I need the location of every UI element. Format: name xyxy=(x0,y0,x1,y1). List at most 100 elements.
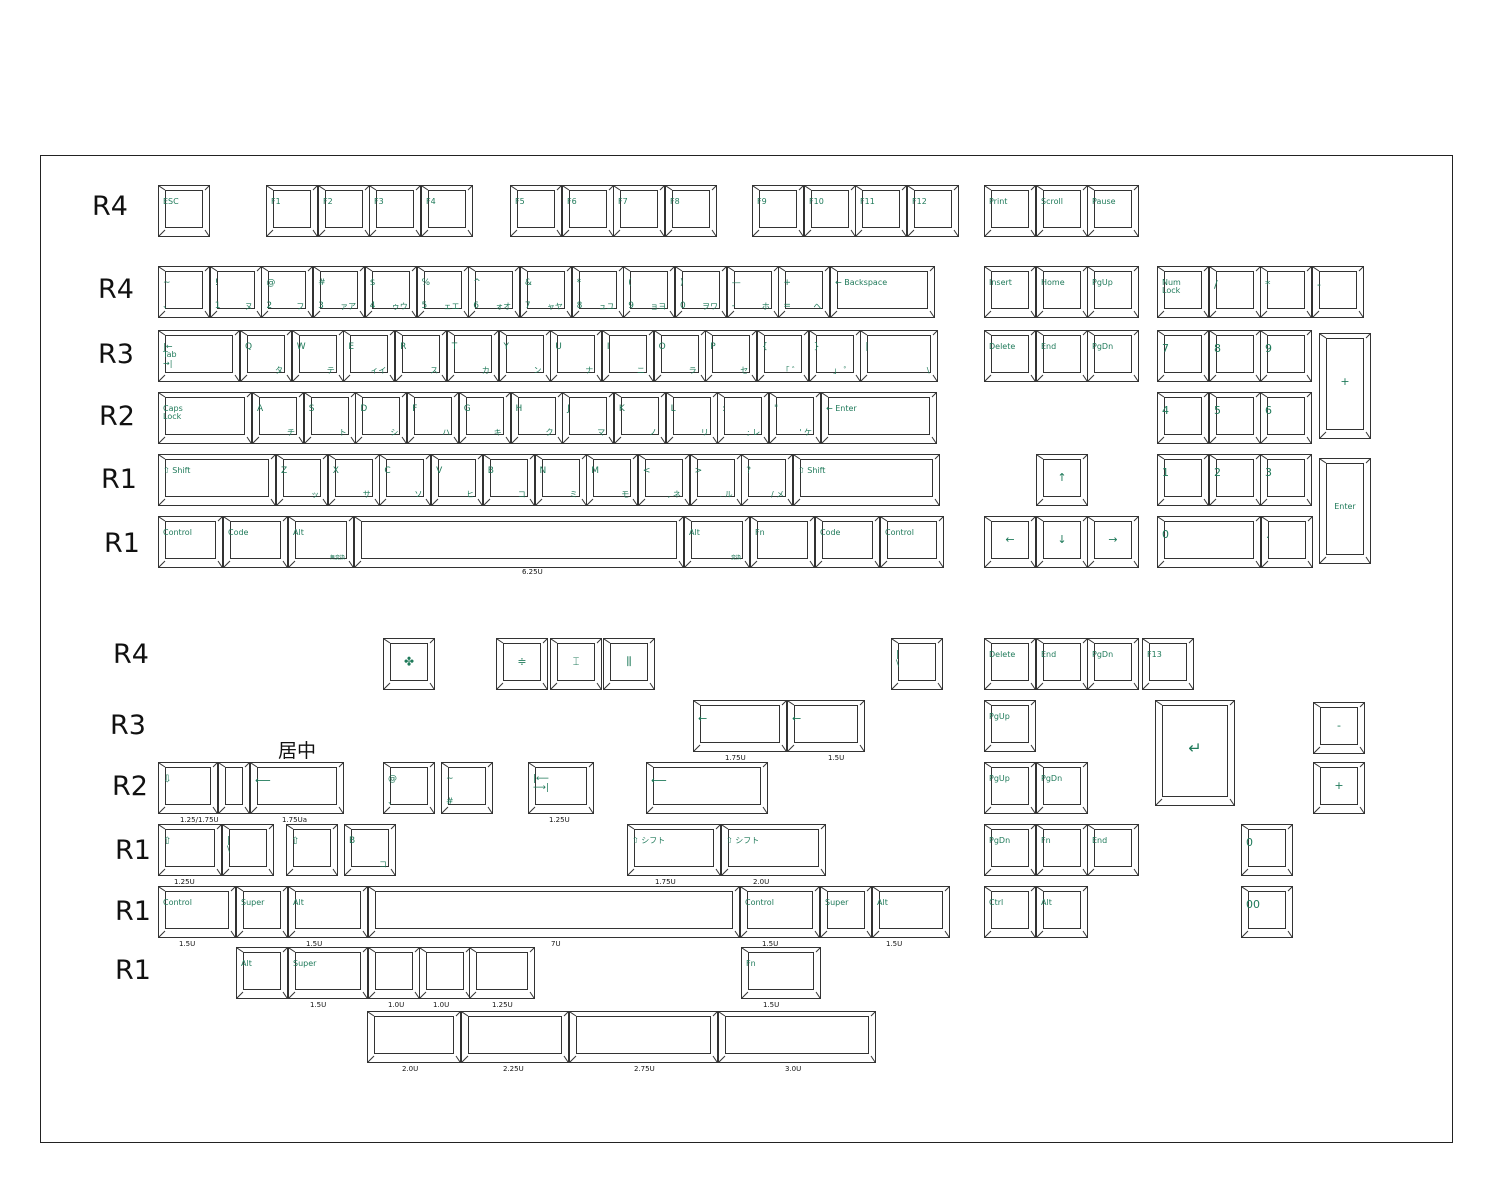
keycap-face xyxy=(785,271,824,309)
keycap-legend: ィイ xyxy=(370,365,387,375)
keycap-face xyxy=(811,190,849,228)
keycap-legend: リ xyxy=(700,427,709,437)
keycap-face xyxy=(230,521,281,559)
keycap-legend: R xyxy=(400,342,407,352)
keycap-legend: 1 xyxy=(214,300,221,311)
keycap-legend: Code xyxy=(820,528,841,537)
keycap-legend: ヌ xyxy=(244,301,253,311)
numpad-slash-key: / xyxy=(1209,266,1261,318)
super-key: Super xyxy=(236,886,288,938)
numpad-1-key: 1 xyxy=(1157,454,1209,506)
keycap-face xyxy=(991,705,1029,743)
keycap-legend: Pause xyxy=(1092,197,1116,206)
keycap-face xyxy=(165,829,215,867)
f10-key: F10 xyxy=(804,185,856,237)
keycap-legend: PgUp xyxy=(989,712,1010,721)
keycap-legend: H xyxy=(515,404,523,414)
keycap-legend: ソ xyxy=(414,489,423,499)
right-shift-key: ⇧ Shift xyxy=(793,454,940,506)
symbol-key: ≑ xyxy=(496,638,548,690)
keycap-face xyxy=(828,397,930,435)
keycap-legend: ) xyxy=(680,278,684,288)
keycap-legend: # xyxy=(446,796,454,807)
size-label: 1.0U xyxy=(433,1001,450,1009)
keycap-legend: Control xyxy=(163,898,192,907)
keycap-face xyxy=(1326,338,1364,430)
number-row-key: +=ヘ xyxy=(778,266,831,318)
keycap-face xyxy=(374,1016,454,1054)
keycap-legend: ← Enter xyxy=(826,404,857,413)
size-label: 1.5U xyxy=(886,940,903,948)
keycap-legend: ⇩ xyxy=(163,774,172,785)
keycap-legend: L xyxy=(670,404,676,414)
keycap-legend: 、 xyxy=(163,300,173,311)
down-arrow-key: ↓ xyxy=(1036,516,1088,568)
size-label: 1.25U xyxy=(174,878,195,886)
keycap-legend: F9 xyxy=(757,197,767,206)
keycap-face xyxy=(1043,190,1081,228)
keycap-face xyxy=(414,397,453,435)
row-label: R2 xyxy=(99,401,135,432)
numpad-7-key: 7 xyxy=(1157,330,1209,382)
keycap-face xyxy=(887,521,937,559)
shift-1u-key: ⇧ xyxy=(286,824,338,876)
keycap-legend: — xyxy=(731,278,741,288)
keycap-face xyxy=(576,1016,711,1054)
numpad-3-key: 3 xyxy=(1260,454,1312,506)
numpad-8-key: 8 xyxy=(1209,330,1261,382)
blank-125-key xyxy=(469,947,535,999)
keycap-legend: 「 ゛ xyxy=(781,365,800,375)
keycap-legend: End xyxy=(1041,342,1057,351)
keycap-legend: < xyxy=(642,466,651,476)
diagram-frame xyxy=(40,155,1453,1143)
keycap-legend: 9 xyxy=(628,300,635,311)
keycap-face xyxy=(350,335,389,373)
keycap-face xyxy=(165,397,245,435)
keycap-legend: K xyxy=(618,404,625,414)
keycap-legend: / メ xyxy=(771,489,785,499)
keycap-legend: ッ xyxy=(311,489,319,499)
numpad-minus-key: - xyxy=(1312,266,1364,318)
numpad-9-key: 9 xyxy=(1260,330,1312,382)
keycap-face xyxy=(991,335,1029,373)
pgdn-key: PgDn xyxy=(1036,762,1088,814)
keycap-legend: ← xyxy=(698,712,708,725)
keycap-legend: 7 xyxy=(1162,342,1169,355)
keycap-legend: ✤ xyxy=(403,654,415,669)
keycap-legend: G xyxy=(463,404,471,414)
keycap-legend: ラ xyxy=(688,365,697,375)
keycap-face xyxy=(310,397,349,435)
keycap-legend: セ xyxy=(740,365,749,375)
keycap-face xyxy=(794,705,858,743)
keycap-legend: - xyxy=(1337,719,1341,733)
home-row-key: "' ケ xyxy=(769,392,821,444)
keycap-face xyxy=(800,459,933,497)
delete-key: Delete xyxy=(984,330,1036,382)
keycap-legend: F xyxy=(412,404,418,414)
keycap-legend: 1 xyxy=(1162,466,1169,479)
keycap-legend: Insert xyxy=(989,278,1012,287)
alt-15-key: Alt xyxy=(872,886,950,938)
keycap-legend: フ xyxy=(296,301,305,311)
row-label: R1 xyxy=(115,955,151,986)
keycap-face xyxy=(759,190,797,228)
shift-2u-key: ⇧ シフト xyxy=(721,824,826,876)
keycap-legend: F11 xyxy=(860,197,875,206)
keycap-legend: @ xyxy=(266,278,276,288)
keycap-legend: ニ xyxy=(636,365,645,375)
keycap-legend: ? xyxy=(746,466,752,476)
keycap-legend: ↵ xyxy=(1188,738,1202,758)
keycap-face xyxy=(748,952,814,990)
keycap-legend: Super xyxy=(293,959,317,968)
keycap-legend: I xyxy=(606,342,610,352)
keycap-legend: Super xyxy=(241,898,265,907)
keycap-face xyxy=(1043,459,1081,497)
keycap-face xyxy=(991,829,1029,867)
keycap-legend: 3 xyxy=(318,300,324,311)
spacebar-7u-key xyxy=(368,886,740,938)
